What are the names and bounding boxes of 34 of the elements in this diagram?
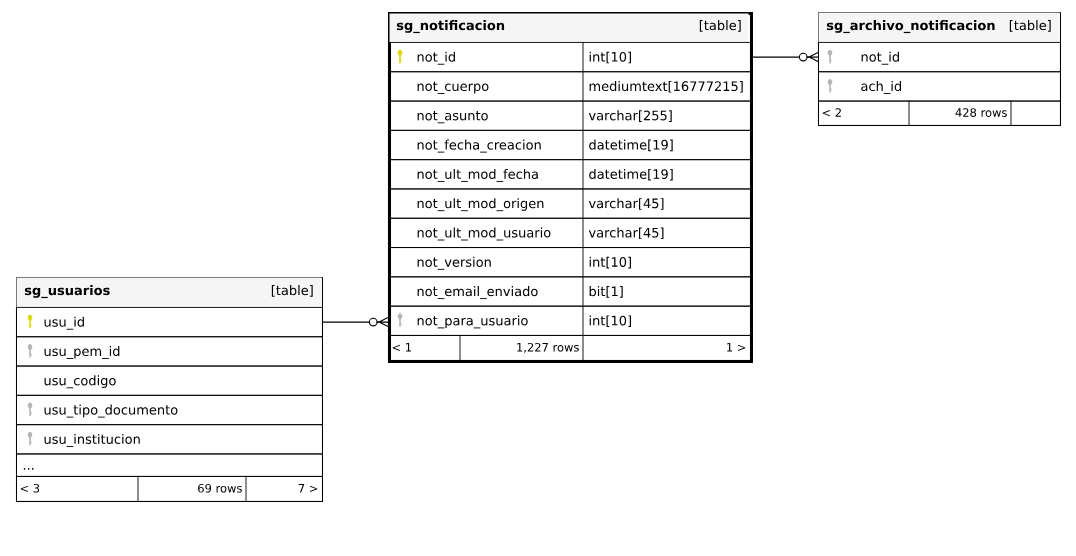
table-header: sg_usuarios [table]: [16, 277, 322, 307]
node-label: sg_notificacion: [396, 20, 505, 34]
node-label: [table]: [699, 20, 741, 32]
relationship-line: [322, 317, 389, 328]
table-row: not_ult_mod_origen varchar[45]: [388, 188, 751, 219]
node-label: not_para_usuario: [417, 315, 528, 329]
table-row: ach_id: [818, 71, 1061, 102]
table-row: not_version int[10]: [388, 246, 751, 278]
table-row: not_ult_mod_fecha datetime[19]: [388, 158, 751, 190]
table-row: usu_codigo: [16, 365, 323, 396]
table-row: not_id: [818, 42, 1061, 73]
node-label: [table]: [271, 285, 313, 297]
table-header: sg_archivo_notificacion [table]: [818, 12, 1060, 42]
table-row: usu_id: [16, 307, 323, 338]
node-label: sg_usuarios: [24, 285, 110, 299]
table-row: usu_institucion: [16, 424, 323, 455]
table-row: not_cuerpo mediumtext[16777215]: [388, 70, 751, 102]
relationship-line: [750, 52, 819, 63]
table-row: not_email_enviado bit[1]: [388, 275, 751, 307]
table-row: usu_tipo_documento: [16, 394, 323, 426]
table-row: not_para_usuario int[10]: [388, 305, 751, 336]
table-footer: < 1 1,227 rows 1 >: [388, 334, 751, 361]
table-row: usu_pem_id: [16, 336, 323, 367]
table-footer: < 2 428 rows: [818, 100, 1061, 126]
table-row: ...: [16, 453, 323, 477]
table-row: not_asunto varchar[255]: [388, 100, 751, 131]
node-label: int[10]: [589, 51, 631, 64]
node-label: int[10]: [589, 315, 631, 327]
table-footer: < 3 69 rows 7 >: [16, 475, 323, 502]
table-header: sg_notificacion [table]: [389, 13, 749, 42]
table-row: not_id int[10]: [388, 41, 751, 73]
table-row: not_ult_mod_usuario varchar[45]: [388, 217, 751, 248]
table-row: not_fecha_creacion datetime[19]: [388, 129, 751, 161]
node-label: not_id: [417, 51, 455, 65]
